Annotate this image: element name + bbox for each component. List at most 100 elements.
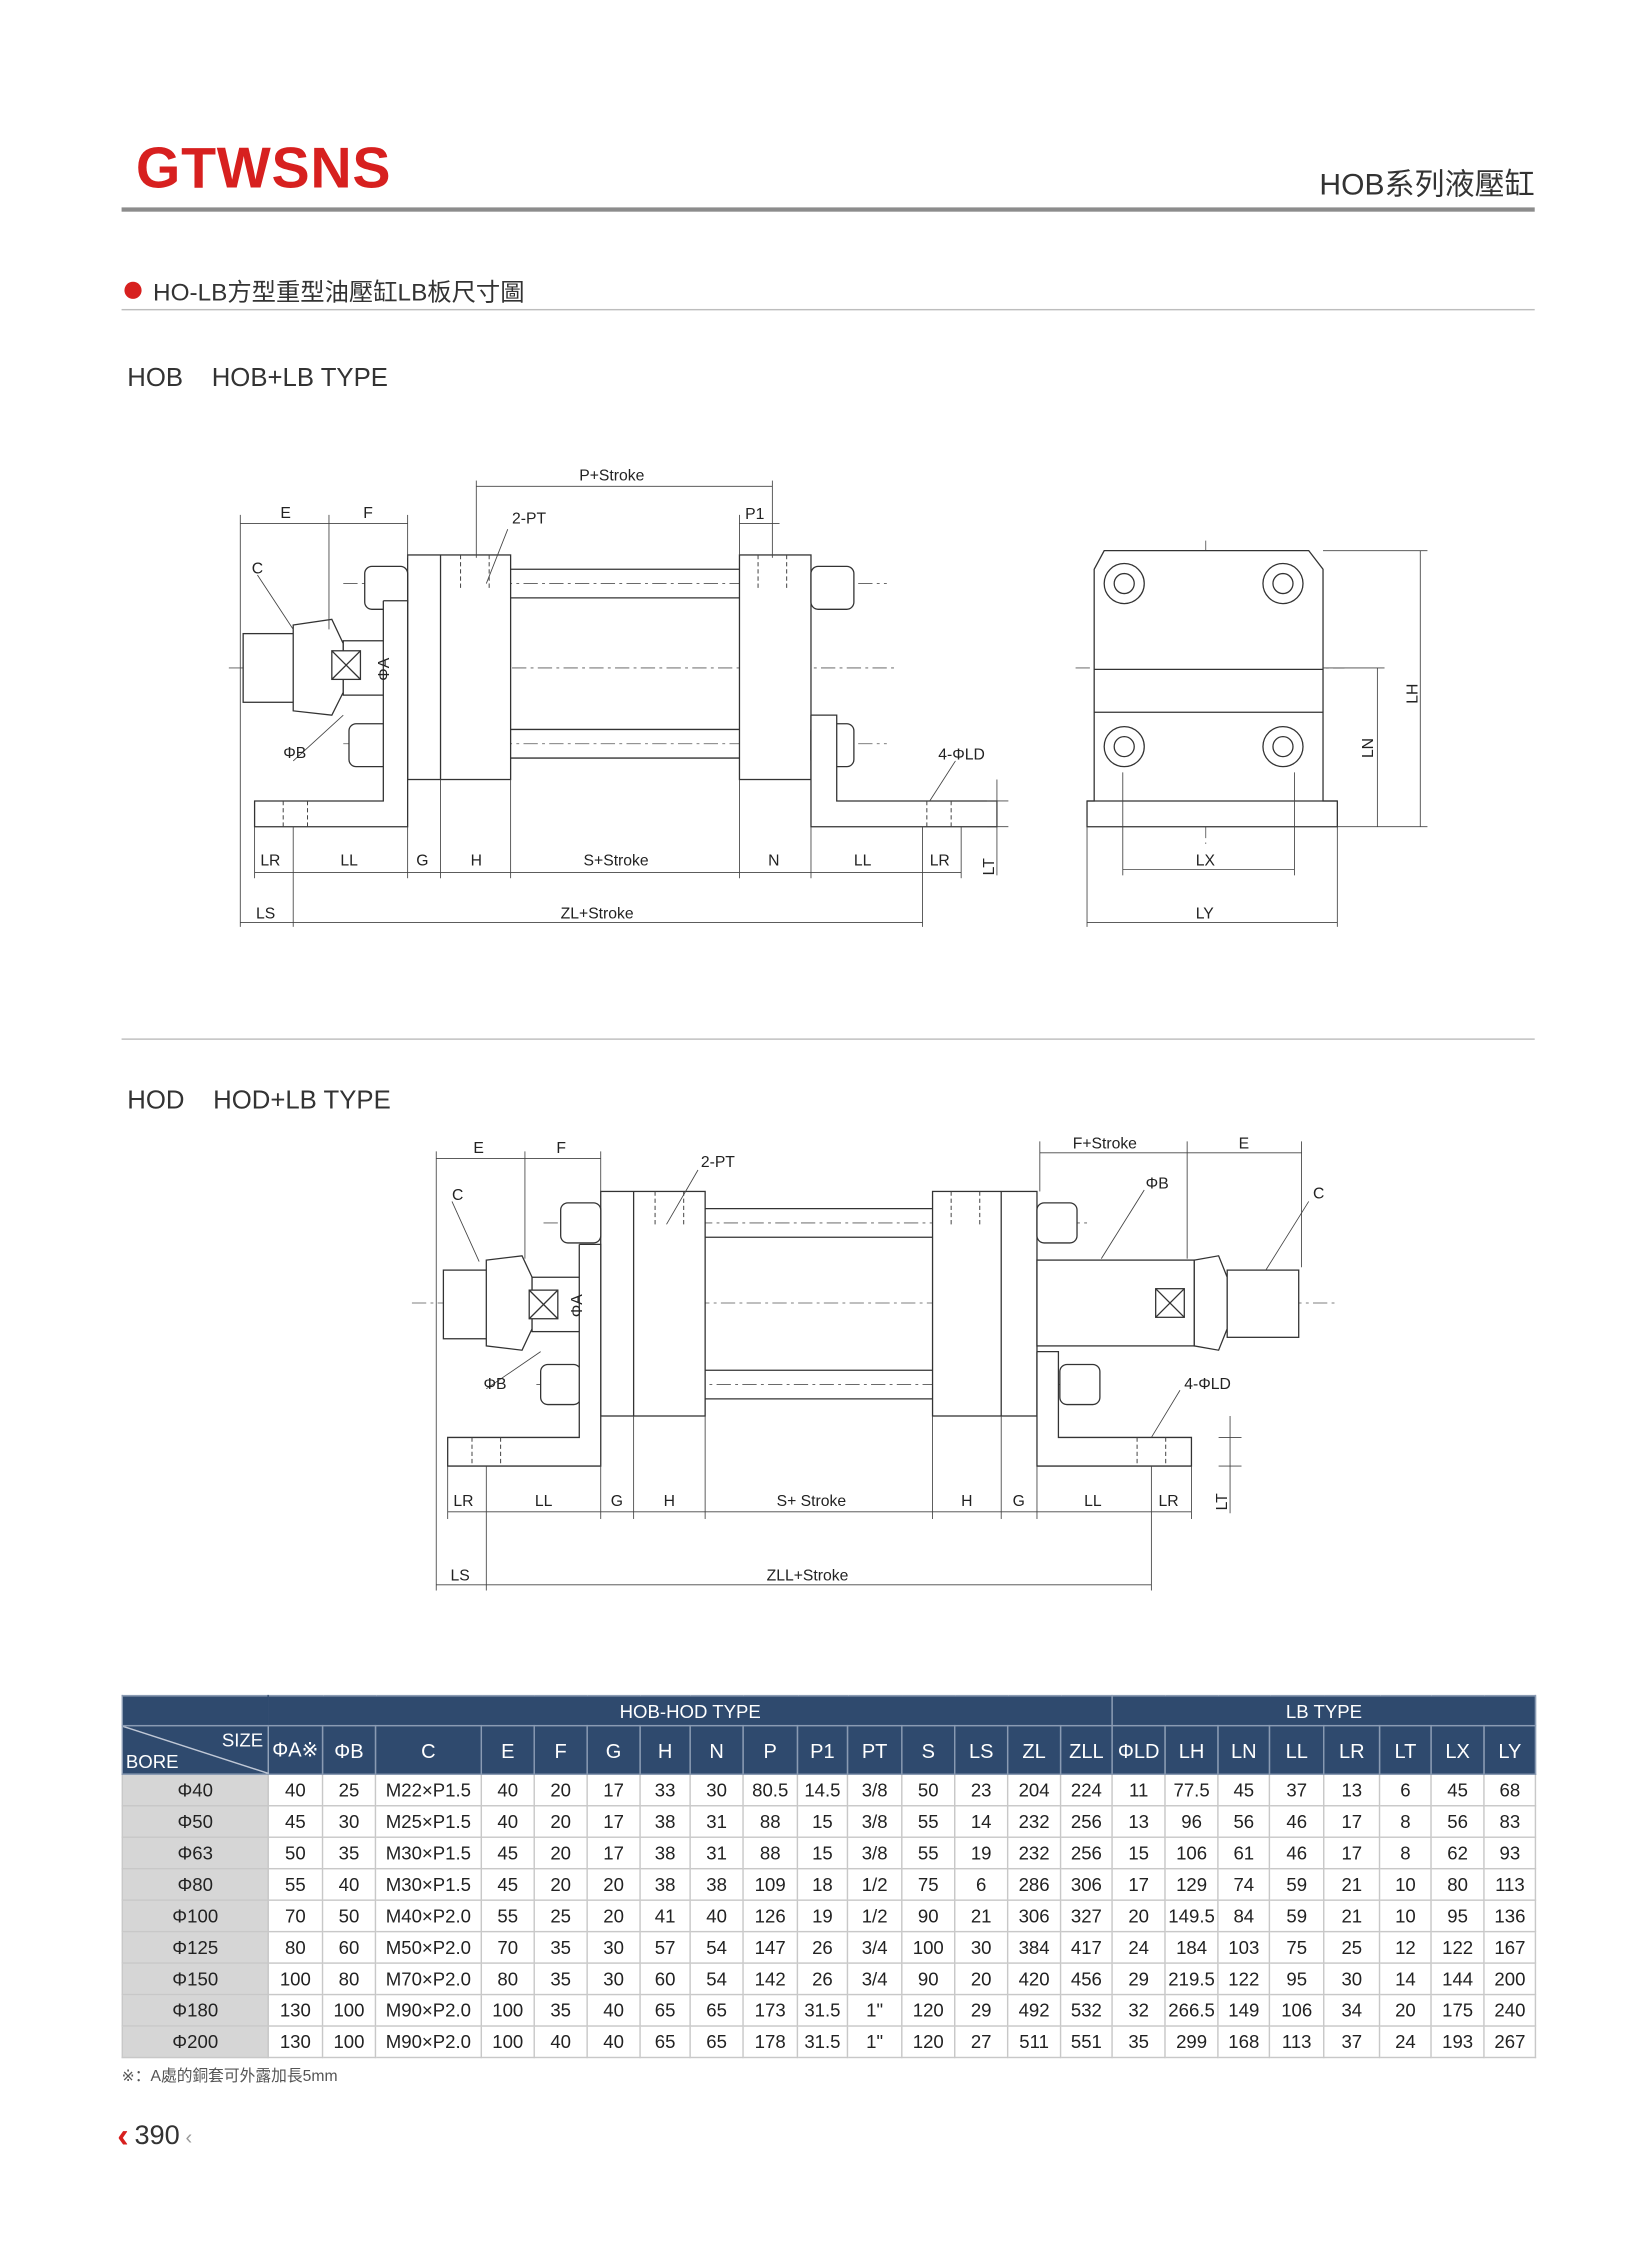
- value-cell: 299: [1164, 2025, 1219, 2059]
- value-cell: 45: [1217, 1773, 1271, 1807]
- value-cell: 26: [796, 1962, 849, 1996]
- value-cell: 149.5: [1164, 1899, 1219, 1933]
- value-cell: 100: [901, 1930, 956, 1964]
- value-cell: 30: [1323, 1962, 1381, 1996]
- value-cell: 55: [480, 1899, 535, 1933]
- bolt-icon: [1103, 562, 1145, 605]
- column-header: LS: [954, 1724, 1009, 1776]
- value-cell: 24: [1111, 1930, 1166, 1964]
- value-cell: 6: [954, 1867, 1009, 1901]
- value-cell: M30×P1.5: [374, 1867, 483, 1901]
- section-rule: [121, 308, 1535, 311]
- value-cell: 38: [639, 1867, 691, 1901]
- value-cell: 120: [901, 1993, 956, 2027]
- value-cell: 80: [267, 1930, 324, 1964]
- section-title: HO-LB方型重型油壓缸LB板尺寸圖: [153, 278, 525, 307]
- value-cell: 1": [846, 2025, 903, 2059]
- value-cell: 30: [954, 1930, 1009, 1964]
- value-cell: 40: [321, 1867, 377, 1901]
- dim-label: C: [452, 1187, 463, 1204]
- value-cell: 21: [1323, 1867, 1381, 1901]
- value-cell: 17: [1111, 1867, 1166, 1901]
- value-cell: 149: [1217, 1993, 1271, 2027]
- value-cell: 29: [1111, 1962, 1166, 1996]
- column-header: LX: [1430, 1724, 1485, 1776]
- value-cell: 11: [1111, 1773, 1166, 1807]
- value-cell: 126: [742, 1899, 799, 1933]
- value-cell: 35: [533, 1993, 588, 2027]
- value-cell: 106: [1164, 1836, 1219, 1870]
- value-cell: 40: [533, 2025, 588, 2059]
- value-cell: 232: [1006, 1805, 1062, 1838]
- value-cell: 1/2: [846, 1899, 903, 1933]
- value-cell: M90×P2.0: [374, 2025, 483, 2059]
- value-cell: 80: [321, 1962, 377, 1996]
- value-cell: 90: [901, 1899, 956, 1933]
- bore-size-corner: SIZE BORE: [121, 1724, 269, 1776]
- value-cell: 80.5: [742, 1773, 799, 1807]
- page-number-text: 390: [134, 2121, 180, 2152]
- value-cell: 25: [533, 1899, 588, 1933]
- value-cell: 50: [321, 1899, 377, 1933]
- column-header: G: [586, 1724, 641, 1776]
- value-cell: 3/4: [846, 1930, 903, 1964]
- dim-label: 2-PT: [701, 1154, 735, 1171]
- header-rule: [121, 207, 1535, 212]
- value-cell: 456: [1059, 1962, 1113, 1996]
- dim-label: ΦB: [1146, 1176, 1169, 1193]
- column-header: ZL: [1006, 1724, 1062, 1776]
- column-header: LR: [1323, 1724, 1381, 1776]
- value-cell: M50×P2.0: [374, 1930, 483, 1964]
- value-cell: 20: [533, 1773, 588, 1807]
- column-header: LT: [1378, 1724, 1432, 1776]
- chevron-left-icon: ‹: [117, 2116, 129, 2156]
- bore-cell: Φ180: [121, 1993, 269, 2027]
- value-cell: 286: [1006, 1867, 1062, 1901]
- dim-label: F: [363, 505, 373, 522]
- value-cell: 26: [796, 1930, 849, 1964]
- value-cell: 175: [1430, 1993, 1485, 2027]
- chevron-left-small-icon: ‹: [185, 2125, 193, 2149]
- value-cell: 106: [1268, 1993, 1325, 2027]
- value-cell: 74: [1217, 1867, 1271, 1901]
- bore-cell: Φ80: [121, 1867, 269, 1901]
- bore-cell: Φ63: [121, 1836, 269, 1870]
- value-cell: 130: [267, 1993, 324, 2027]
- value-cell: 35: [1111, 2025, 1166, 2059]
- value-cell: 95: [1268, 1962, 1325, 1996]
- value-cell: 75: [1268, 1930, 1325, 1964]
- value-cell: 33: [639, 1773, 691, 1807]
- bolt-icon: [1262, 562, 1304, 605]
- value-cell: 3/8: [846, 1836, 903, 1870]
- value-cell: 113: [1268, 2025, 1325, 2059]
- value-cell: 100: [267, 1962, 324, 1996]
- value-cell: 100: [480, 2025, 535, 2059]
- value-cell: 45: [480, 1836, 535, 1870]
- value-cell: 61: [1217, 1836, 1271, 1870]
- value-cell: 256: [1059, 1805, 1113, 1838]
- value-cell: 17: [586, 1773, 641, 1807]
- column-header: LY: [1483, 1724, 1537, 1776]
- value-cell: 21: [1323, 1899, 1381, 1933]
- value-cell: 113: [1483, 1867, 1537, 1901]
- value-cell: M25×P1.5: [374, 1805, 483, 1838]
- value-cell: 57: [639, 1930, 691, 1964]
- value-cell: 25: [321, 1773, 377, 1807]
- value-cell: 40: [480, 1773, 535, 1807]
- bolt-icon: [1262, 725, 1304, 768]
- hod-side-view: E F 2-PT F+Stroke E ΦB C C ΦB ΦA 4-ΦLD L…: [411, 1136, 1338, 1591]
- value-cell: 88: [742, 1836, 799, 1870]
- value-cell: 34: [1323, 1993, 1381, 2027]
- value-cell: 20: [533, 1836, 588, 1870]
- value-cell: 20: [533, 1805, 588, 1838]
- dim-label: LL: [340, 852, 358, 869]
- bore-cell: Φ50: [121, 1805, 269, 1838]
- value-cell: 31: [689, 1805, 744, 1838]
- bore-cell: Φ100: [121, 1899, 269, 1933]
- column-header: P1: [796, 1724, 849, 1776]
